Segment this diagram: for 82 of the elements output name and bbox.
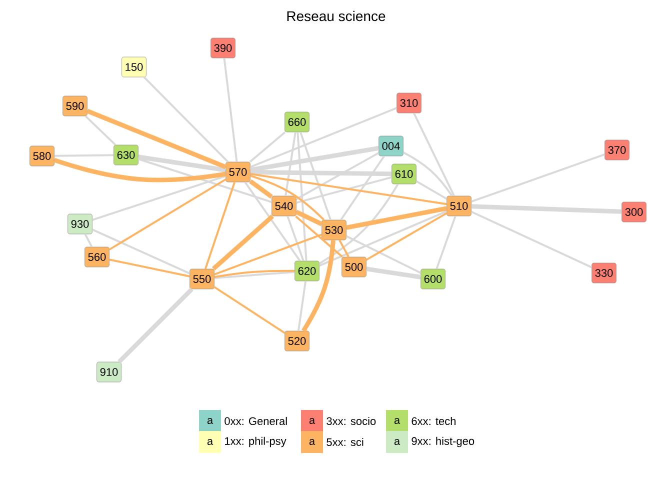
node-box: 390 xyxy=(210,38,236,58)
legend-label: 9xx: hist-geo xyxy=(412,436,474,448)
network-edge xyxy=(92,228,190,274)
network-edge xyxy=(436,216,456,270)
network-edge xyxy=(295,210,323,226)
network-edge xyxy=(413,112,455,196)
network-edge xyxy=(250,146,379,172)
node-box: 620 xyxy=(294,260,320,282)
node-box: 660 xyxy=(284,112,310,132)
network-edge xyxy=(214,286,286,334)
node-box: 910 xyxy=(96,362,122,382)
node-box: 500 xyxy=(342,256,366,278)
network-edge xyxy=(250,172,447,206)
node-box: 004 xyxy=(378,136,404,156)
network-edge xyxy=(250,174,325,221)
legend-label: 6xx: tech xyxy=(412,416,456,426)
network-edge xyxy=(340,156,385,220)
network-edge xyxy=(118,288,194,364)
node-box: 510 xyxy=(446,196,472,216)
legend-label: 3xx: socio xyxy=(326,416,376,426)
network-edge xyxy=(366,266,421,280)
node-box: 600 xyxy=(420,268,446,290)
network-edge xyxy=(471,204,622,214)
network-edge xyxy=(346,206,448,230)
network-edge xyxy=(338,240,350,258)
network-edge xyxy=(204,182,236,270)
node-box: 370 xyxy=(604,140,630,160)
node-box: 610 xyxy=(392,164,416,184)
network-edge xyxy=(86,108,226,170)
node-box: 530 xyxy=(322,220,346,240)
node-box: 630 xyxy=(114,144,138,166)
network-edge xyxy=(286,216,304,262)
network-edge xyxy=(143,76,229,162)
node-box: 540 xyxy=(272,196,296,216)
network-edge xyxy=(402,152,453,196)
node-box: 580 xyxy=(30,146,54,166)
network-edge xyxy=(212,214,274,270)
network-edge xyxy=(109,258,190,278)
node-box: 310 xyxy=(396,92,422,114)
network-edge xyxy=(54,158,226,182)
legend-label: 1xx: phil-psy xyxy=(225,436,286,448)
node-box: 590 xyxy=(62,96,88,116)
network-edge xyxy=(54,154,114,157)
network-edge xyxy=(296,176,392,204)
network-edge xyxy=(297,281,307,331)
network-edge xyxy=(244,182,301,262)
network-edge xyxy=(214,234,322,276)
node-box: 150 xyxy=(122,56,146,78)
network-edge xyxy=(302,240,336,332)
network-edge xyxy=(92,175,226,221)
node-box: 520 xyxy=(284,330,310,352)
network-edge xyxy=(250,107,397,168)
network-edge xyxy=(295,215,343,258)
network-edge xyxy=(108,178,226,250)
chart-title: Reseau science xyxy=(287,10,386,22)
network-edge xyxy=(284,132,296,196)
network-edge xyxy=(296,132,308,261)
node-box: 550 xyxy=(190,268,214,290)
network-edge xyxy=(346,235,422,274)
legend-label: 0xx: General xyxy=(224,416,287,426)
network-edge xyxy=(249,131,286,163)
network-edge xyxy=(471,153,605,203)
network-edge xyxy=(318,210,448,267)
network-edge xyxy=(300,132,332,220)
node-box: 300 xyxy=(622,202,646,222)
network-edge xyxy=(250,170,392,176)
node-box: 570 xyxy=(226,162,250,182)
network-edge xyxy=(84,115,116,146)
network-edge xyxy=(366,212,448,261)
network-edge xyxy=(470,210,592,268)
network-edge xyxy=(416,180,448,200)
network-edge xyxy=(249,179,273,199)
network-edge xyxy=(138,158,272,203)
network-edge xyxy=(138,154,226,172)
network-edge xyxy=(84,234,93,248)
node-box: 930 xyxy=(68,214,92,234)
node-box: 560 xyxy=(84,246,110,268)
node-box: 330 xyxy=(592,262,616,284)
legend-label: 5xx: sci xyxy=(326,438,364,446)
network-edge xyxy=(318,184,399,264)
network-edge xyxy=(223,58,238,162)
network-edge xyxy=(296,152,380,200)
